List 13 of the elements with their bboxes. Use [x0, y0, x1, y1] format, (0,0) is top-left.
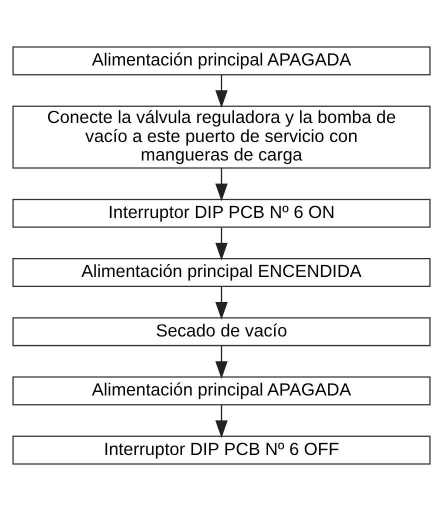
node-box: Alimentación principal APAGADA	[12, 376, 431, 406]
arrow	[215, 286, 228, 320]
node-box: Interruptor DIP PCB Nº 6 ON	[12, 198, 431, 228]
node-box: Alimentación principal ENCENDIDA	[12, 258, 431, 287]
arrow	[215, 346, 228, 379]
arrow	[215, 75, 228, 108]
node-box: Alimentación principal APAGADA	[12, 46, 431, 76]
node-box: Secado de vacío	[12, 317, 431, 346]
arrow	[215, 405, 228, 438]
node-box: Conecte la válvula reguladora y la bomba de vacío a este puerto de servicio con mangueras de carga	[12, 106, 431, 169]
arrow	[215, 168, 228, 202]
node-box: Interruptor DIP PCB Nº 6 OFF	[12, 436, 431, 465]
arrow	[215, 228, 228, 260]
